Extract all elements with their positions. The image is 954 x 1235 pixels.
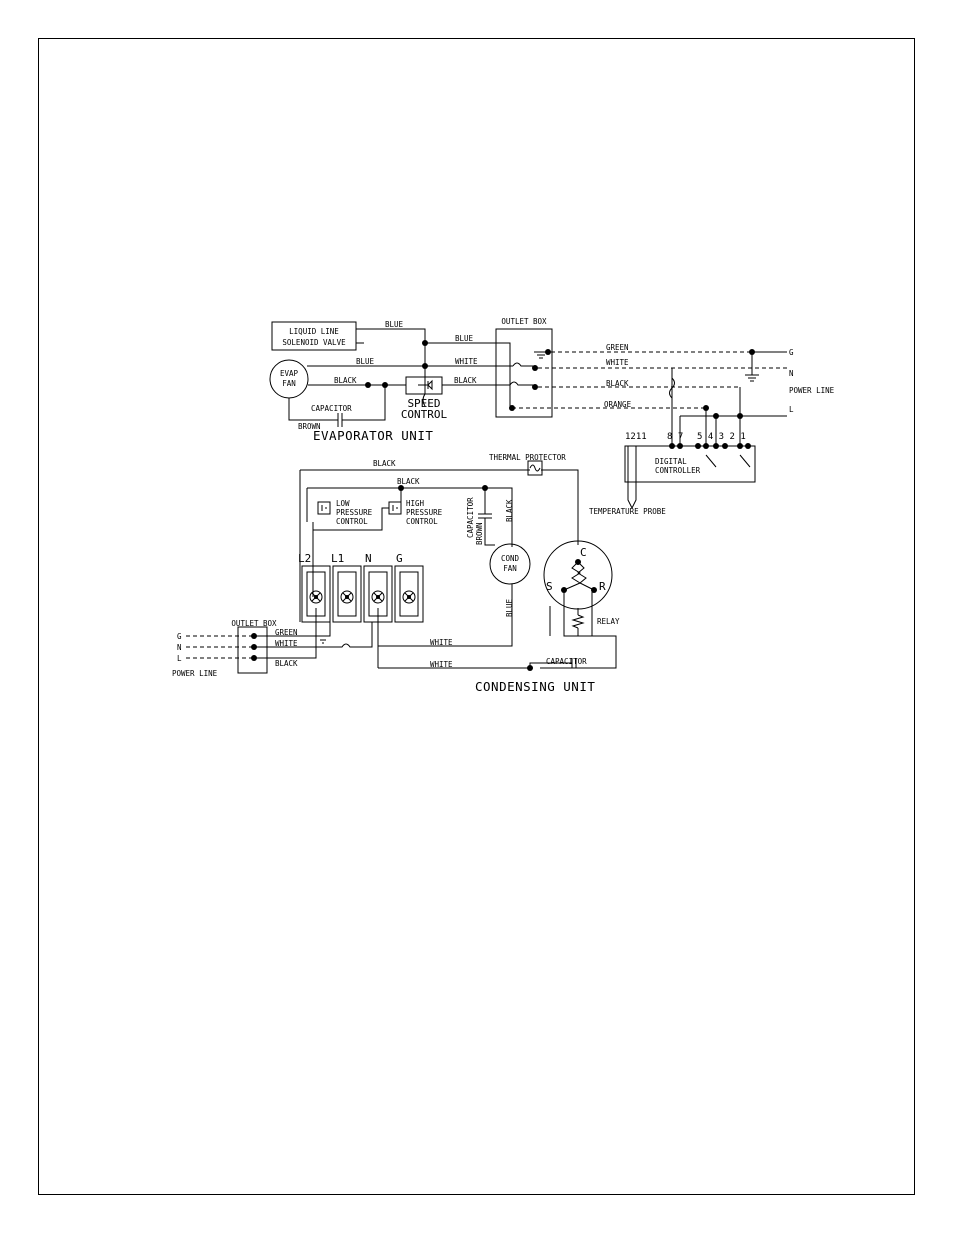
wire-label-green-bottom: GREEN — [275, 628, 298, 637]
speed-control-label-2: CONTROL — [401, 408, 448, 421]
power-line-bottom-g: G — [177, 632, 182, 641]
speed-control-switch-icon — [418, 379, 433, 391]
terminal-l1-label: L1 — [331, 552, 344, 565]
wire-label-black-top: BLACK — [606, 379, 629, 388]
power-line-right-label: POWER LINE — [789, 386, 835, 395]
solenoid-valve-box — [271, 321, 357, 351]
low-pressure-label-1: LOW — [336, 499, 350, 508]
controller-title-1: DIGITAL — [655, 457, 687, 466]
wire-label-white-bottom: WHITE — [275, 639, 298, 648]
controller-terminals-right: 5 4 3 2 1 — [697, 432, 746, 442]
start-capacitor-label: CAPACITOR — [546, 657, 587, 666]
power-line-right-g: G — [789, 348, 794, 357]
evap-fan-label-1: EVAP — [280, 369, 299, 378]
wire-label-white-top: WHITE — [606, 358, 629, 367]
ground-icon — [534, 351, 548, 359]
outlet-box-bottom: OUTLET BOX GREEN WHITE BLACK G N L POWER… — [172, 608, 373, 678]
condensing-title: CONDENSING UNIT — [475, 679, 595, 694]
wire-label-blue-mid: BLUE — [356, 357, 375, 366]
compressor-winding-start — [563, 561, 582, 591]
cond-fan-label-2: FAN — [503, 564, 517, 573]
controller-terminals-mid: 8 7 — [667, 432, 683, 442]
terminal-n-label: N — [365, 552, 372, 565]
outlet-box-top-frame — [495, 328, 553, 418]
page-frame — [38, 38, 915, 1195]
digital-controller: 1211 8 7 5 4 3 2 1 DIGITAL CONTROLLER TE… — [589, 416, 756, 516]
thermal-protector-label: THERMAL PROTECTOR — [489, 453, 566, 462]
evap-capacitor-symbol — [337, 413, 343, 427]
terminal-l1 — [332, 565, 362, 623]
temperature-probe-icon — [627, 446, 637, 510]
wire-label-black-bottom: BLACK — [275, 659, 298, 668]
ground-icon-bottom — [320, 639, 326, 644]
solenoid-label-2: SOLENOID VALVE — [282, 338, 346, 347]
cond-capacitor-symbol — [478, 488, 495, 546]
wire-label-blue-top: BLUE — [385, 320, 404, 329]
evap-fan-label-2: FAN — [282, 379, 296, 388]
outlet-box-top: OUTLET BOX GREEN WHITE BLACK ORANGE G N … — [495, 317, 835, 445]
outlet-box-bottom-frame — [237, 626, 268, 674]
wire-label-blue-vertical: BLUE — [505, 598, 514, 617]
relay-label: RELAY — [597, 617, 620, 626]
thermal-protector-box — [527, 460, 543, 476]
compressor — [543, 540, 613, 610]
high-pressure-switch — [388, 501, 402, 515]
terminal-g-label: G — [396, 552, 403, 565]
wire-label-black-cond-second: BLACK — [397, 477, 420, 486]
ground-icon-right — [745, 352, 759, 382]
controller-title-2: CONTROLLER — [655, 466, 701, 475]
solenoid-label-1: LIQUID LINE — [289, 327, 339, 336]
wire-label-orange: ORANGE — [604, 400, 632, 409]
wire-label-white-cond-2: WHITE — [430, 660, 453, 669]
evap-capacitor-label: CAPACITOR — [311, 404, 352, 413]
power-line-right-n: N — [789, 369, 794, 378]
cond-capacitor-label: CAPACITOR — [466, 497, 475, 538]
evaporator-title: EVAPORATOR UNIT — [313, 428, 433, 443]
wire-label-brown: BROWN — [298, 422, 321, 431]
evaporator-section: LIQUID LINE SOLENOID VALVE EVAP FAN SPEE… — [269, 320, 513, 443]
wire-label-green-top: GREEN — [606, 343, 629, 352]
relay-coil-icon — [571, 614, 585, 629]
wire-label-white: WHITE — [455, 357, 478, 366]
condensing-section: L2 L1 N G LOW PRESSURE CONTROL HIGH PRES… — [298, 453, 620, 694]
high-pressure-label-3: CONTROL — [406, 517, 438, 526]
high-pressure-label-1: HIGH — [406, 499, 425, 508]
cond-fan-label-1: COND — [501, 554, 520, 563]
power-line-bottom-n: N — [177, 643, 182, 652]
compressor-c-label: C — [580, 546, 587, 559]
controller-box — [624, 445, 756, 483]
power-line-right-l: L — [789, 405, 794, 414]
outlet-box-top-title: OUTLET BOX — [501, 317, 547, 326]
terminal-g — [394, 565, 424, 623]
wire-label-black-right: BLACK — [454, 376, 477, 385]
compressor-winding-run — [577, 561, 595, 591]
wire-label-black-cond-top: BLACK — [373, 459, 396, 468]
cond-fan-motor — [489, 543, 531, 585]
controller-terminals-left: 1211 — [625, 432, 647, 442]
power-line-bottom-label: POWER LINE — [172, 669, 218, 678]
low-pressure-label-3: CONTROL — [336, 517, 368, 526]
wire-label-brown-vertical: BROWN — [475, 522, 484, 545]
compressor-s-label: S — [546, 580, 553, 593]
outlet-box-bottom-title: OUTLET BOX — [231, 619, 277, 628]
low-pressure-switch — [317, 501, 331, 515]
power-line-bottom-l: L — [177, 654, 182, 663]
wire-label-black-vertical: BLACK — [505, 499, 514, 522]
wire-label-white-cond-1: WHITE — [430, 638, 453, 647]
compressor-r-label: R — [599, 580, 606, 593]
terminal-l2-label: L2 — [298, 552, 311, 565]
high-pressure-label-2: PRESSURE — [406, 508, 443, 517]
wire-label-black-left: BLACK — [334, 376, 357, 385]
low-pressure-label-2: PRESSURE — [336, 508, 373, 517]
wire-label-blue-right: BLUE — [455, 334, 474, 343]
temperature-probe-label: TEMPERATURE PROBE — [589, 507, 666, 516]
